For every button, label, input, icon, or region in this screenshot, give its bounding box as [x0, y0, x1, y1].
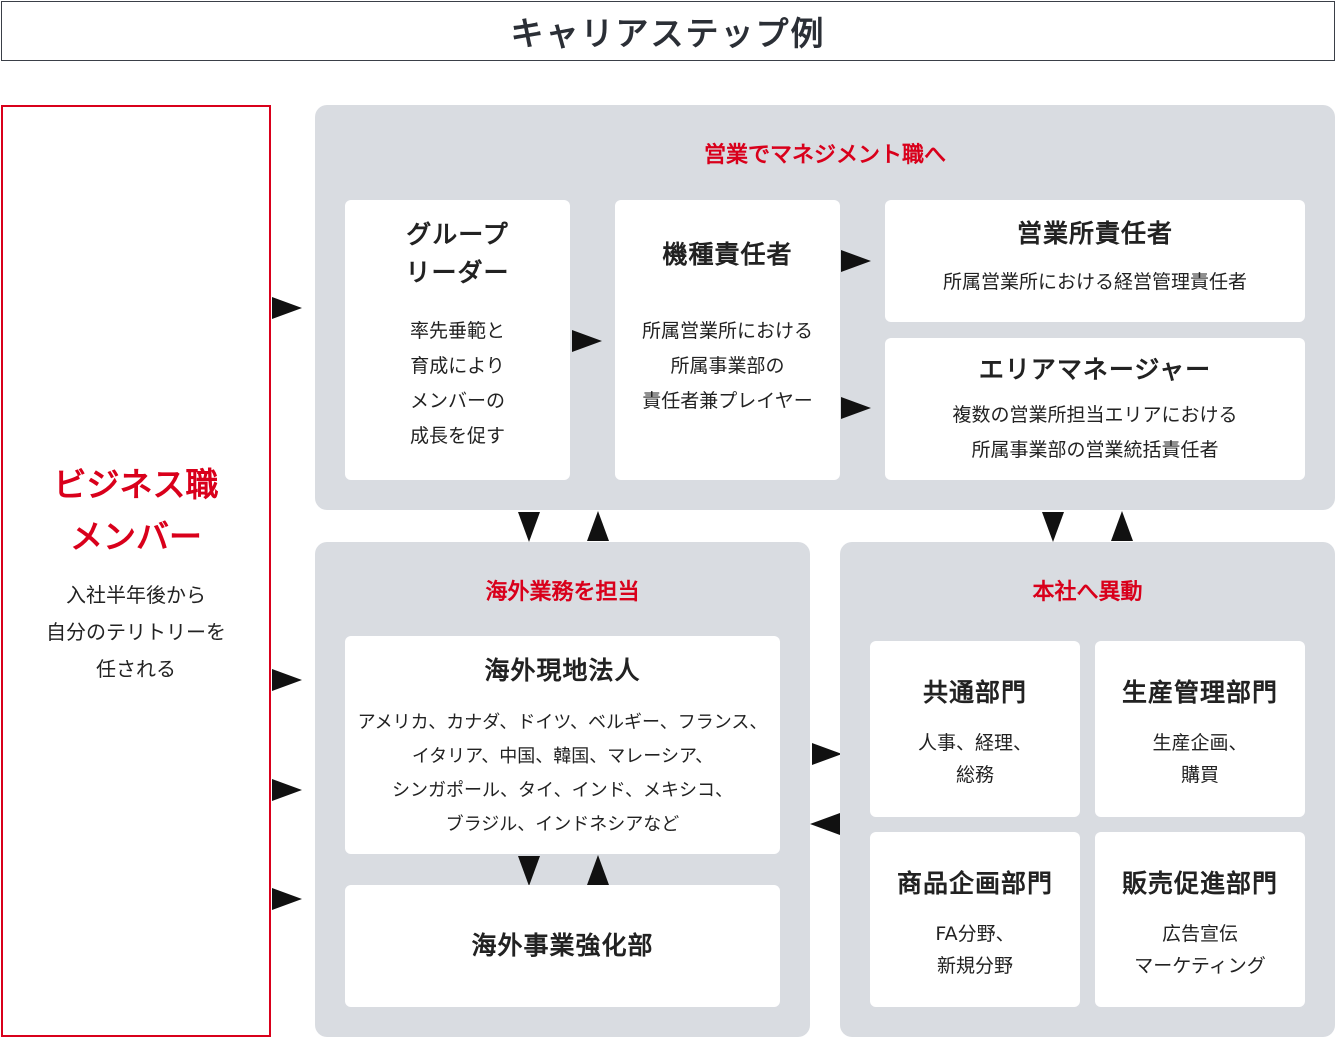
arrow-right-icon — [272, 779, 302, 801]
model-manager-card: 機種責任者 所属営業所における 所属事業部の 責任者兼プレイヤー — [615, 200, 840, 480]
business-member-title: ビジネス職 メンバー — [53, 465, 219, 556]
overseas-subsidiary-desc: アメリカ、カナダ、ドイツ、ベルギー、フランス、 イタリア、中国、韓国、マレーシア… — [357, 712, 768, 835]
arrow-right-icon — [841, 397, 871, 419]
overseas-strengthening-card: 海外事業強化部 — [345, 885, 780, 1007]
arrow-down-icon — [1042, 512, 1064, 542]
model-manager-title: 機種責任者 — [662, 240, 793, 269]
common-dept-title: 共通部門 — [922, 678, 1027, 707]
business-member-box: ビジネス職 メンバー 入社半年後から 自分のテリトリーを 任される — [1, 105, 271, 1037]
overseas-panel-title: 海外業務を担当 — [485, 580, 640, 605]
area-manager-desc: 複数の営業所担当エリアにおける 所属事業部の営業統括責任者 — [952, 404, 1238, 461]
arrow-down-icon — [518, 512, 540, 542]
sales-promotion-dept-card: 販売促進部門 広告宣伝 マーケティング — [1095, 832, 1305, 1007]
arrow-down-icon — [518, 856, 540, 886]
group-leader-card: グループ リーダー 率先垂範と 育成により メンバーの 成長を促す — [345, 200, 570, 480]
group-leader-desc: 率先垂範と 育成により メンバーの 成長を促す — [409, 320, 505, 447]
group-leader-title: グループ リーダー — [405, 220, 510, 287]
office-manager-title: 営業所責任者 — [1016, 219, 1173, 248]
production-dept-title: 生産管理部門 — [1121, 678, 1278, 707]
overseas-strengthening-title: 海外事業強化部 — [471, 931, 654, 960]
arrow-right-icon — [272, 297, 302, 319]
model-manager-desc: 所属営業所における 所属事業部の 責任者兼プレイヤー — [641, 320, 813, 412]
overseas-subsidiary-card: 海外現地法人 アメリカ、カナダ、ドイツ、ベルギー、フランス、 イタリア、中国、韓… — [345, 636, 780, 854]
sales-promotion-dept-title: 販売促進部門 — [1121, 869, 1278, 898]
area-manager-card: エリアマネージャー 複数の営業所担当エリアにおける 所属事業部の営業統括責任者 — [885, 338, 1305, 480]
product-planning-dept-title: 商品企画部門 — [896, 869, 1053, 898]
management-panel-title: 営業でマネジメント職へ — [703, 143, 946, 168]
arrow-right-icon — [572, 330, 602, 352]
arrow-right-icon — [812, 743, 842, 765]
page-title: キャリアステップ例 — [1, 1, 1335, 61]
headquarters-panel-title: 本社へ異動 — [1032, 580, 1143, 605]
office-manager-desc: 所属営業所における経営管理責任者 — [942, 271, 1247, 293]
office-manager-card: 営業所責任者 所属営業所における経営管理責任者 — [885, 200, 1305, 322]
business-member-desc: 入社半年後から 自分のテリトリーを 任される — [46, 583, 226, 681]
production-dept-card: 生産管理部門 生産企画、 購買 — [1095, 641, 1305, 817]
product-planning-dept-desc: FA分野、 新規分野 — [935, 923, 1015, 977]
arrow-right-icon — [272, 669, 302, 691]
overseas-subsidiary-title: 海外現地法人 — [484, 656, 641, 685]
arrow-left-icon — [810, 813, 840, 835]
area-manager-title: エリアマネージャー — [978, 355, 1212, 384]
arrow-up-icon — [1111, 511, 1133, 541]
production-dept-desc: 生産企画、 購買 — [1152, 732, 1248, 786]
common-dept-desc: 人事、経理、 総務 — [917, 732, 1032, 786]
arrow-up-icon — [587, 855, 609, 885]
arrow-right-icon — [272, 888, 302, 910]
arrow-up-icon — [587, 511, 609, 541]
sales-promotion-dept-desc: 広告宣伝 マーケティング — [1134, 923, 1266, 977]
arrow-right-icon — [841, 250, 871, 272]
product-planning-dept-card: 商品企画部門 FA分野、 新規分野 — [870, 832, 1080, 1007]
common-dept-card: 共通部門 人事、経理、 総務 — [870, 641, 1080, 817]
